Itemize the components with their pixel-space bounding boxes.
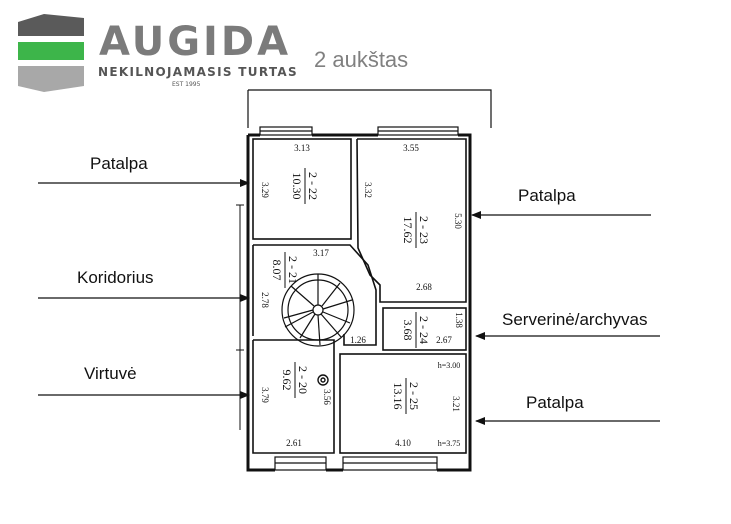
room-2-21-id: 2 - 21 [286,256,300,284]
dim-2-78: 2.78 [260,292,270,308]
label-koridorius: Koridorius [77,268,154,287]
dim-2-68: 2.68 [416,282,432,292]
room-2-22-id: 2 - 22 [306,172,320,200]
dim-5-30: 5.30 [453,213,463,229]
label-patalpa-bottom-right: Patalpa [526,393,584,412]
label-virtuve: Virtuvė [84,364,137,383]
dim-4-10: 4.10 [395,438,411,448]
dim-h-3-00: h=3.00 [438,361,461,370]
label-serverine: Serverinė/archyvas [502,310,648,329]
dim-1-38: 1.38 [454,312,464,328]
logo-name: AUGIDA [99,19,292,65]
dim-3-17: 3.17 [313,248,329,258]
dim-1-26: 1.26 [350,335,366,345]
augida-logo [18,14,84,92]
room-2-24 [382,307,467,351]
dim-2-67: 2.67 [436,335,452,345]
logo-subtitle: NEKILNOJAMASIS TURTAS [98,65,298,79]
room-2-22 [252,138,352,240]
logo-est: EST 1995 [172,81,201,88]
room-2-21-area: 8.07 [270,260,284,281]
dim-3-29: 3.29 [260,182,270,198]
room-2-23 [356,138,467,303]
room-2-25-area: 13.16 [391,383,405,410]
label-patalpa-top-right: Patalpa [518,186,576,205]
dim-2-61: 2.61 [286,438,302,448]
dim-3-55: 3.55 [403,143,419,153]
dim-3-32: 3.32 [363,182,373,198]
room-2-20 [252,339,335,454]
dim-3-56: 3.56 [322,389,332,405]
dim-h-3-75: h=3.75 [438,439,461,448]
label-patalpa-top-left: Patalpa [90,154,148,173]
room-2-23-area: 17.62 [401,217,415,244]
room-2-25 [339,353,467,454]
room-2-23-id: 2 - 23 [417,216,431,244]
floor-title: 2 aukštas [314,47,409,72]
room-2-24-area: 3.68 [401,320,415,341]
room-2-25-id: 2 - 25 [407,382,421,410]
room-2-20-area: 9.62 [280,370,294,391]
spiral-stair [281,273,355,347]
room-2-22-area: 10.30 [290,173,304,200]
room-2-24-id: 2 - 24 [417,316,431,344]
dim-3-13: 3.13 [294,143,310,153]
dim-3-21: 3.21 [451,396,461,412]
room-2-20-id: 2 - 20 [296,366,310,394]
dim-3-79: 3.79 [260,387,270,403]
